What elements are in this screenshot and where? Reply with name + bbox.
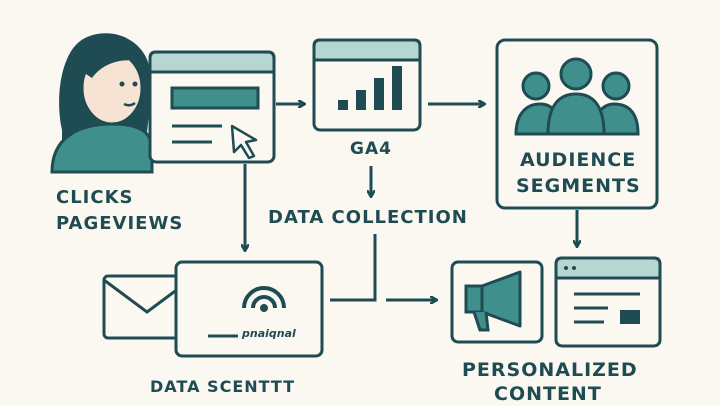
label-personalized: PERSONALIZED bbox=[462, 359, 638, 381]
signal-icon bbox=[242, 286, 286, 312]
connector-collection-to-card bbox=[330, 234, 377, 302]
label-segments: SEGMENTS bbox=[516, 175, 641, 197]
person-avatar bbox=[50, 33, 154, 174]
label-audience: AUDIENCE bbox=[520, 149, 637, 171]
content-window-icon bbox=[554, 256, 662, 348]
label-content: CONTENT bbox=[494, 383, 602, 405]
browser-window-icon bbox=[148, 50, 276, 164]
label-pageviews: PAGEVIEWS bbox=[56, 213, 184, 234]
signal-card bbox=[174, 260, 324, 358]
connector-arrows bbox=[245, 104, 577, 300]
label-clicks: CLICKS bbox=[56, 187, 134, 208]
audience-group-icon bbox=[495, 38, 659, 210]
label-data-scent: DATA SCENTTT bbox=[150, 377, 296, 396]
label-ga4: GA4 bbox=[350, 139, 392, 159]
bar-chart-icon bbox=[312, 38, 422, 132]
label-email-brand: pnaiqnal bbox=[242, 327, 296, 340]
cursor-icon bbox=[230, 124, 258, 160]
megaphone-icon bbox=[464, 270, 522, 332]
label-data-collection: DATA COLLECTION bbox=[268, 207, 468, 228]
